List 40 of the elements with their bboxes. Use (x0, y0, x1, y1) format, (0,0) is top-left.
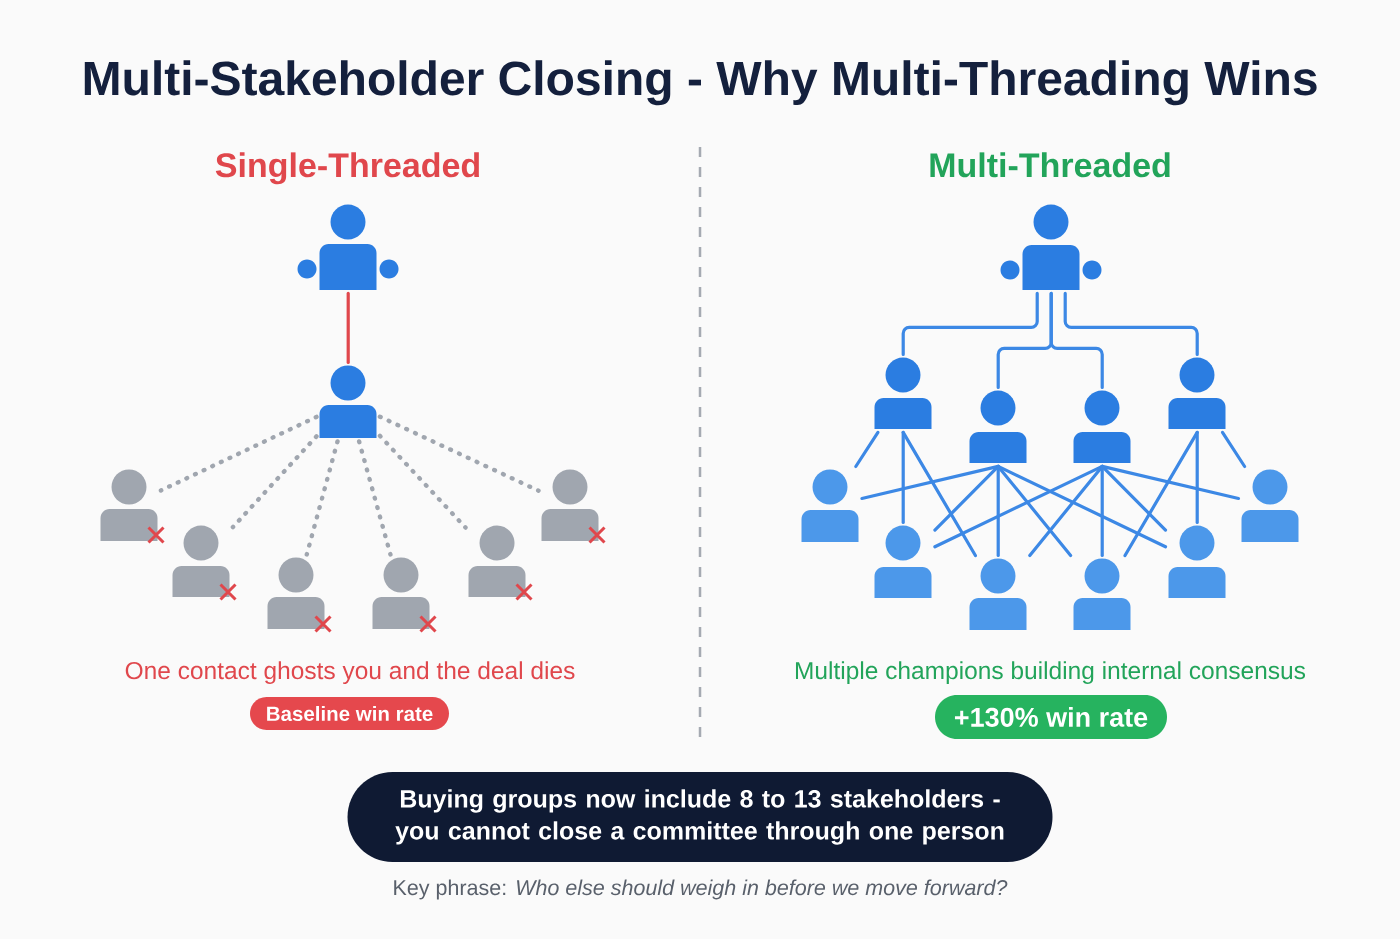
person-icon (874, 357, 932, 429)
connector-line (901, 430, 977, 558)
person-icon (1000, 204, 1102, 290)
dotted-line (356, 439, 393, 557)
connector-line (933, 464, 1000, 532)
person-icon (801, 469, 859, 542)
dotted-line (158, 414, 319, 493)
dotted-line (304, 439, 340, 557)
dotted-line (230, 434, 319, 530)
person-icon (1241, 469, 1299, 542)
diagram-title: Multi-Stakeholder Closing - Why Multi-Threading Wins (84, 60, 1317, 106)
connector-line (346, 291, 350, 365)
connector-line (996, 464, 1168, 549)
callout-banner: Buying groups now include 8 to 13 stakeholders - you cannot close a committee through one person (347, 772, 1053, 862)
connector-line (1100, 464, 1241, 501)
win-rate-badge: +130% win rate (935, 695, 1167, 739)
person-icon (874, 525, 932, 598)
connector-line (1195, 430, 1199, 525)
win-rate-badge: Baseline win rate (250, 697, 449, 730)
dotted-line (377, 414, 541, 493)
connector-line (901, 291, 1039, 357)
section-caption: Multiple champions building internal consensus (796, 661, 1306, 685)
dotted-line (377, 433, 468, 530)
person-icon (1073, 558, 1131, 630)
person-icon (1168, 357, 1226, 429)
person-icon (969, 390, 1027, 463)
connector-line (1063, 291, 1199, 357)
connector-line (860, 464, 1000, 501)
connector-line (1028, 464, 1104, 558)
person-icon (969, 558, 1027, 630)
person-icon (1073, 390, 1131, 463)
connector-line (933, 464, 1104, 549)
connector-line (1049, 291, 1104, 390)
connector-line (1123, 430, 1199, 558)
connector-line (1220, 430, 1247, 469)
section-caption: One contact ghosts you and the deal dies (125, 661, 575, 685)
person-icon (297, 204, 399, 290)
person-icon (319, 365, 377, 438)
person-icon (1168, 525, 1226, 598)
connector-line (854, 430, 880, 469)
